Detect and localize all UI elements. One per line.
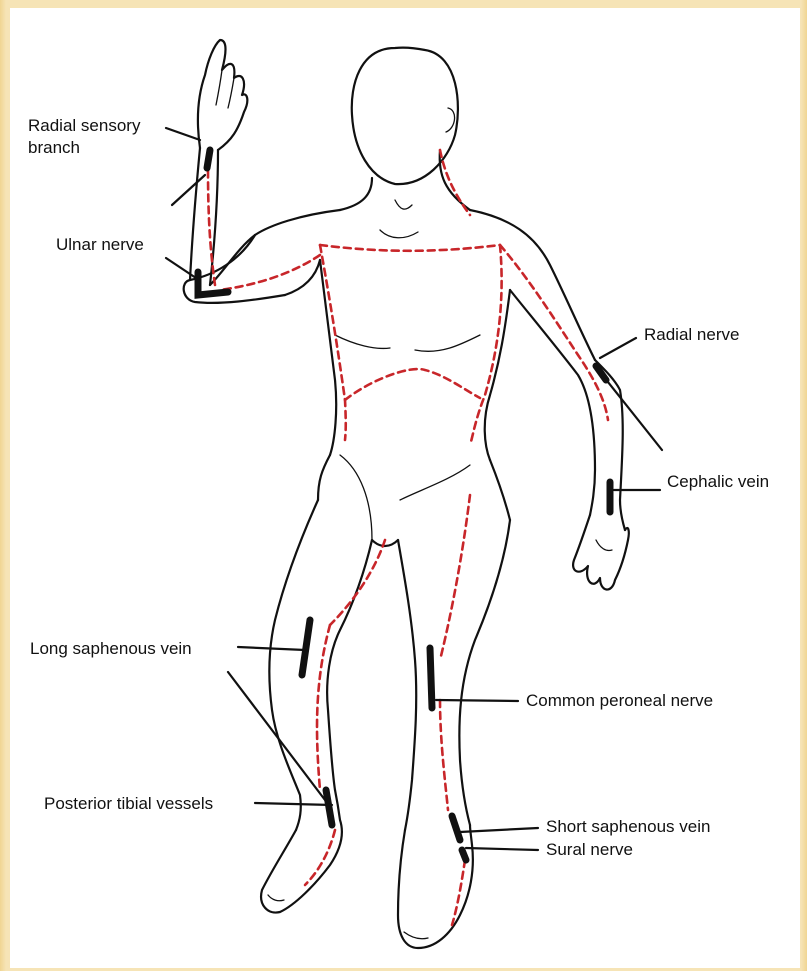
site-common-peroneal xyxy=(430,648,432,708)
body-outline xyxy=(184,40,629,948)
label-sural-nerve: Sural nerve xyxy=(546,840,633,860)
lowered-arm-outline xyxy=(510,290,595,515)
label-cephalic-vein: Cephalic vein xyxy=(667,472,769,492)
label-radial-sensory-line1: Radial sensory xyxy=(28,116,140,136)
biopsy-site-marks xyxy=(198,150,610,860)
label-long-saphenous-vein: Long saphenous vein xyxy=(30,639,192,659)
site-long-saphenous xyxy=(302,620,310,675)
right-leg-outline xyxy=(398,540,416,830)
label-common-peroneal-nerve: Common peroneal nerve xyxy=(526,691,713,711)
label-posterior-tibial-vessels: Posterior tibial vessels xyxy=(44,794,213,814)
head-outline xyxy=(352,48,458,185)
label-radial-sensory-line2: branch xyxy=(28,138,80,158)
site-radial-sensory xyxy=(207,150,210,168)
label-ulnar-nerve: Ulnar nerve xyxy=(56,235,144,255)
site-sural xyxy=(462,850,466,860)
raised-hand-outline xyxy=(198,40,247,150)
label-short-saphenous-vein: Short saphenous vein xyxy=(546,817,710,837)
diagram-panel: Radial sensory branch Ulnar nerve Radial… xyxy=(10,8,800,968)
site-short-saphenous xyxy=(452,816,460,840)
site-ulnar xyxy=(198,272,228,295)
label-radial-nerve: Radial nerve xyxy=(644,325,739,345)
lowered-hand-outline xyxy=(573,515,629,590)
site-posterior-tibial xyxy=(326,790,332,825)
